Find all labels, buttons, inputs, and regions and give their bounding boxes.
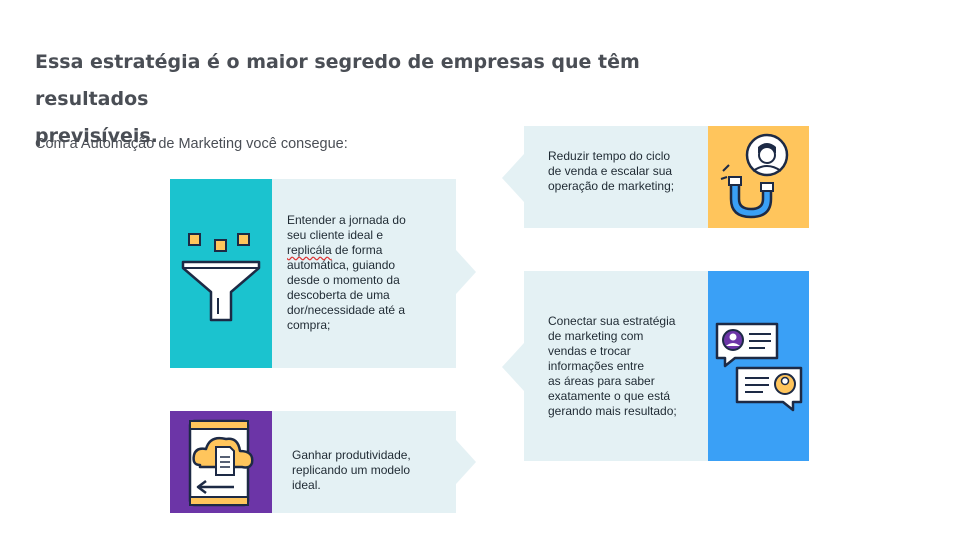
intro-text: Com a Automação de Marketing você conseg… bbox=[35, 136, 348, 152]
funnel-icon bbox=[181, 232, 261, 321]
card-ciclo-text: Reduzir tempo do ciclo de venda e escala… bbox=[548, 149, 675, 193]
card-ciclo: Reduzir tempo do ciclo de venda e escala… bbox=[524, 126, 708, 228]
funnel-icon-box bbox=[170, 179, 272, 368]
card-jornada-text: Entender a jornada do seu cliente ideal … bbox=[287, 213, 406, 332]
card-produtividade: Ganhar produtividade, replicando um mode… bbox=[272, 411, 456, 513]
magnet-user-icon bbox=[720, 133, 788, 219]
title-line-1: Essa estratégia é o maior segredo de emp… bbox=[35, 51, 640, 110]
cloud-icon-box bbox=[170, 411, 272, 513]
card-conectar: Conectar sua estratégia de marketing com… bbox=[524, 271, 708, 461]
magnet-icon-box bbox=[708, 126, 809, 228]
card-jornada: Entender a jornada do seu cliente ideal … bbox=[272, 179, 456, 368]
card-produtividade-text: Ganhar produtividade, replicando um mode… bbox=[292, 448, 411, 492]
card-conectar-pointer bbox=[502, 343, 524, 391]
card-produtividade-pointer bbox=[456, 440, 476, 484]
page-title: Essa estratégia é o maior segredo de emp… bbox=[35, 44, 755, 155]
card-conectar-text: Conectar sua estratégia de marketing com… bbox=[548, 314, 677, 418]
cloud-tablet-icon bbox=[188, 419, 254, 507]
chat-bubbles-icon bbox=[715, 322, 802, 412]
title-line-2: previsíveis. bbox=[35, 125, 158, 147]
card-ciclo-pointer bbox=[502, 154, 524, 202]
card-jornada-pointer bbox=[456, 250, 476, 294]
chat-icon-box bbox=[708, 271, 809, 461]
